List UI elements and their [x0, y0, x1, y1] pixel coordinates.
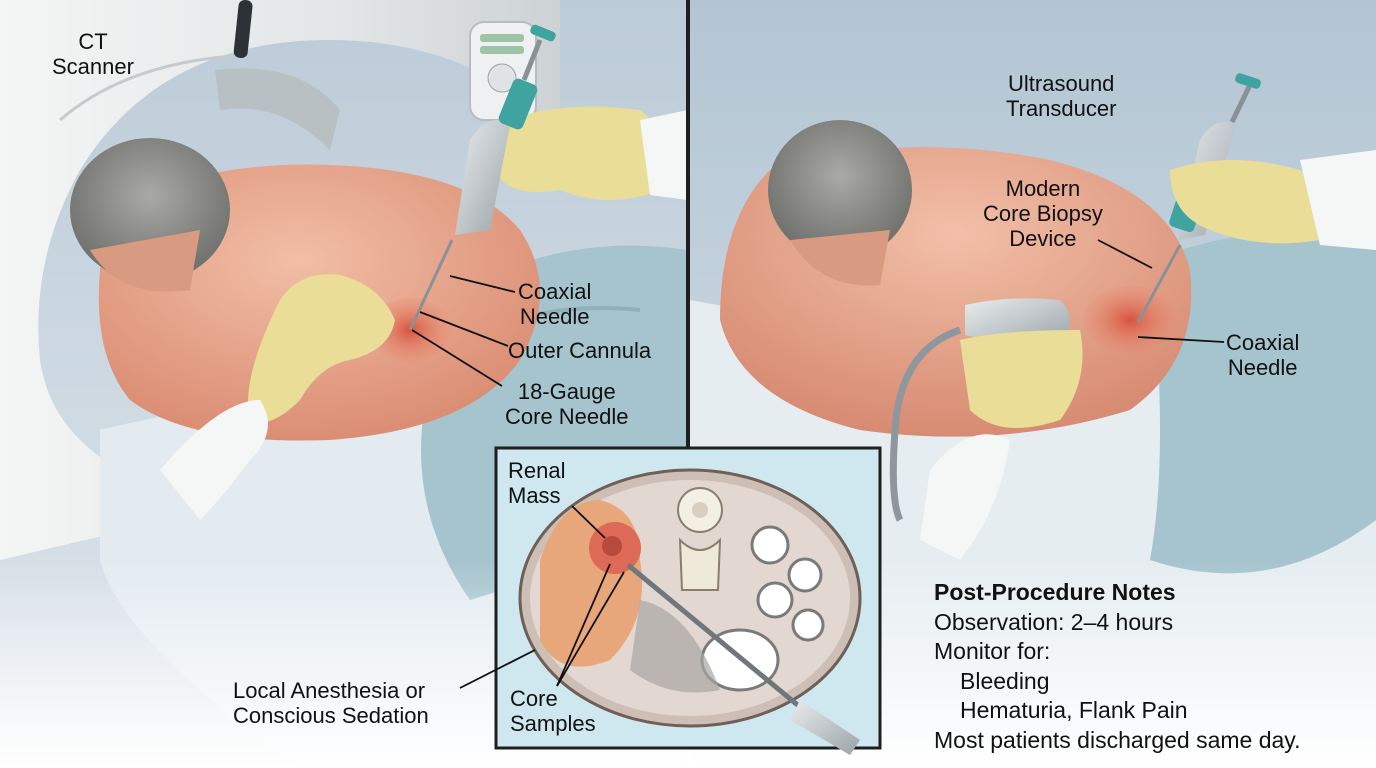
- ultrasound-probe: [889, 298, 1083, 560]
- right-glove-hand: [490, 106, 688, 200]
- notes-monitor: Monitor for:: [934, 638, 1051, 664]
- notes-observation: Observation: 2–4 hours: [934, 608, 1174, 635]
- notes-title: Post-Procedure Notes: [934, 579, 1176, 605]
- outer-cannula-label: Outer Cannula: [508, 338, 652, 363]
- panel-divider: [686, 0, 690, 448]
- left-glove-hand: [160, 274, 395, 520]
- cross-section-inset: [494, 446, 882, 755]
- callout-lines: [411, 239, 1225, 689]
- post-procedure-notes: Post-Procedure Notes Observation: 2–4 ho…: [934, 578, 1300, 755]
- ct-biopsy-device: [408, 24, 556, 331]
- ultrasound-panel: [690, 0, 1376, 768]
- notes-item-bleeding: Bleeding: [960, 667, 1050, 694]
- us-biopsy-device: [1136, 73, 1376, 323]
- notes-footer: Most patients discharged same day.: [934, 726, 1301, 753]
- notes-item-hematuria: Hematuria, Flank Pain: [960, 697, 1188, 723]
